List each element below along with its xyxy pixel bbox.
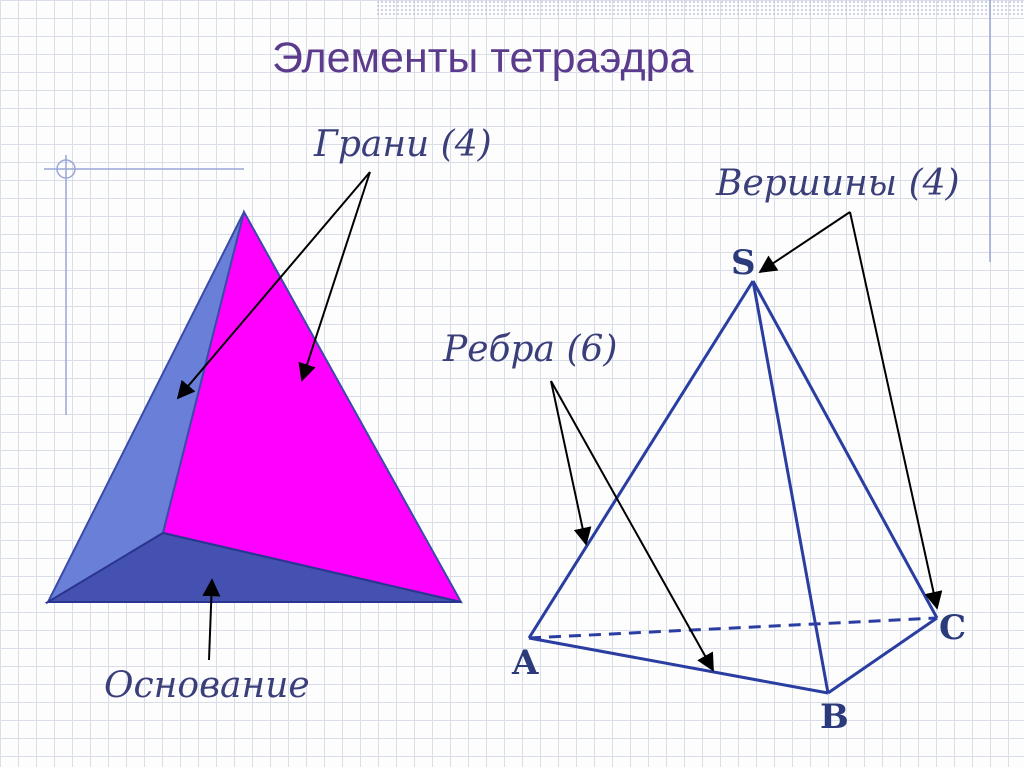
wireframe-tetrahedron <box>527 280 939 695</box>
header-decoration-band <box>376 0 1024 16</box>
edge-sb <box>751 280 830 694</box>
arrow-faces-left <box>176 171 371 400</box>
vertex-label-s: S <box>731 243 756 283</box>
edge-sc <box>751 280 939 619</box>
arrow-edges-sa <box>550 380 592 546</box>
crosshair-decoration <box>44 155 244 415</box>
arrow-base <box>202 578 221 661</box>
face-base <box>44 531 462 603</box>
edge-ac-hidden <box>528 616 938 640</box>
pointer-arrows <box>176 171 943 672</box>
edge-bc <box>827 616 938 695</box>
vertex-label-a: A <box>512 643 539 683</box>
vertex-label-c: C <box>939 608 967 648</box>
arrow-vertices-s <box>758 211 851 273</box>
edges-label: Ребра (6) <box>443 329 618 370</box>
solid-tetrahedron <box>44 209 463 605</box>
vertex-label-b: B <box>820 697 849 737</box>
slide-title: Элементы тетраэдра <box>272 34 694 82</box>
edge-sa <box>527 280 755 639</box>
edge-ab <box>528 636 829 695</box>
faces-label: Грани (4) <box>314 124 492 165</box>
arrow-edges-ab <box>550 380 714 672</box>
base-label: Основание <box>104 665 310 706</box>
vertices-label: Вершины (4) <box>716 163 960 204</box>
arrow-vertices-c <box>849 211 943 610</box>
arrow-faces-front <box>298 171 371 382</box>
